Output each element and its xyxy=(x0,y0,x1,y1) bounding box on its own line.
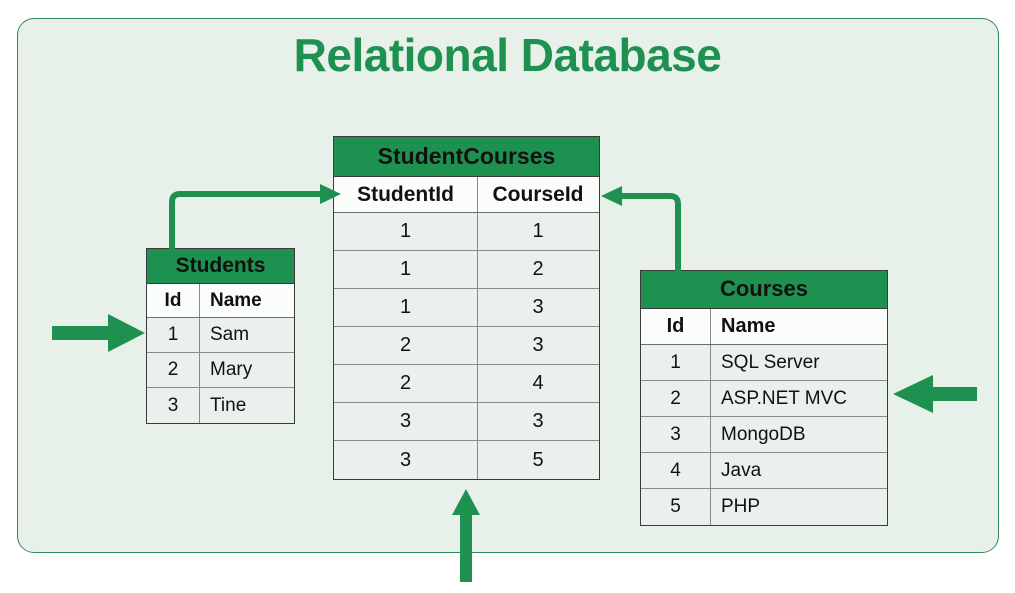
table-studentcourses-title: StudentCourses xyxy=(334,137,599,177)
cell-id: 3 xyxy=(641,417,711,452)
cell-id: 4 xyxy=(641,453,711,488)
column-header-id: Id xyxy=(641,309,711,344)
cell-courseid: 3 xyxy=(532,296,544,318)
cell-name: Sam xyxy=(210,324,250,345)
cell-studentid: 1 xyxy=(334,289,478,326)
table-courses-header-row: Id Name xyxy=(641,309,887,345)
table-row[interactable]: 3 3 xyxy=(334,403,599,441)
cell-studentid: 1 xyxy=(334,251,478,288)
table-row[interactable]: 1 1 xyxy=(334,213,599,251)
cell-name: Mary xyxy=(210,359,253,380)
cell-name: SQL Server xyxy=(721,351,820,373)
table-row[interactable]: 2 3 xyxy=(334,327,599,365)
cell-studentid: 2 xyxy=(334,365,478,402)
table-row[interactable]: 4 Java xyxy=(641,453,887,489)
cell-id: 3 xyxy=(147,388,200,423)
cell-id: 2 xyxy=(641,381,711,416)
table-row[interactable]: 1 Sam xyxy=(147,318,294,353)
table-row[interactable]: 3 5 xyxy=(334,441,599,479)
cell-studentid: 2 xyxy=(334,327,478,364)
cell-courseid: 3 xyxy=(532,410,544,432)
cell-studentid: 1 xyxy=(334,213,478,250)
column-header-name: Name xyxy=(721,315,776,337)
cell-id: 5 xyxy=(641,489,711,525)
cell-name: Java xyxy=(721,459,762,481)
table-studentcourses-header-row: StudentId CourseId xyxy=(334,177,599,213)
column-header-courseid: CourseId xyxy=(492,182,584,206)
cell-courseid: 1 xyxy=(532,220,544,242)
table-courses[interactable]: Courses Id Name 1 SQL Server 2 ASP.NET M… xyxy=(640,270,888,526)
cell-courseid: 3 xyxy=(532,334,544,356)
table-row[interactable]: 1 3 xyxy=(334,289,599,327)
column-header-id: Id xyxy=(147,284,200,317)
cell-id: 1 xyxy=(641,345,711,380)
table-row[interactable]: 5 PHP xyxy=(641,489,887,525)
cell-id: 2 xyxy=(147,353,200,387)
cell-name: MongoDB xyxy=(721,423,806,445)
table-students-title: Students xyxy=(147,249,294,284)
cell-studentid: 3 xyxy=(334,441,478,479)
table-row[interactable]: 1 2 xyxy=(334,251,599,289)
table-row[interactable]: 2 Mary xyxy=(147,353,294,388)
table-row[interactable]: 1 SQL Server xyxy=(641,345,887,381)
cell-courseid: 2 xyxy=(532,258,544,280)
column-header-studentid: StudentId xyxy=(334,177,478,212)
table-row[interactable]: 2 ASP.NET MVC xyxy=(641,381,887,417)
table-students[interactable]: Students Id Name 1 Sam 2 Mary 3 Tine xyxy=(146,248,295,424)
table-studentcourses[interactable]: StudentCourses StudentId CourseId 1 1 1 … xyxy=(333,136,600,480)
cell-courseid: 5 xyxy=(532,448,544,471)
cell-name: ASP.NET MVC xyxy=(721,387,848,409)
cell-studentid: 3 xyxy=(334,403,478,440)
table-students-header-row: Id Name xyxy=(147,284,294,318)
table-courses-title: Courses xyxy=(641,271,887,309)
table-row[interactable]: 3 Tine xyxy=(147,388,294,423)
column-header-name: Name xyxy=(210,289,262,311)
cell-courseid: 4 xyxy=(532,372,544,394)
table-row[interactable]: 2 4 xyxy=(334,365,599,403)
cell-id: 1 xyxy=(147,318,200,352)
table-row[interactable]: 3 MongoDB xyxy=(641,417,887,453)
page-title: Relational Database xyxy=(293,29,722,81)
cell-name: PHP xyxy=(721,496,761,517)
cell-name: Tine xyxy=(210,394,247,416)
